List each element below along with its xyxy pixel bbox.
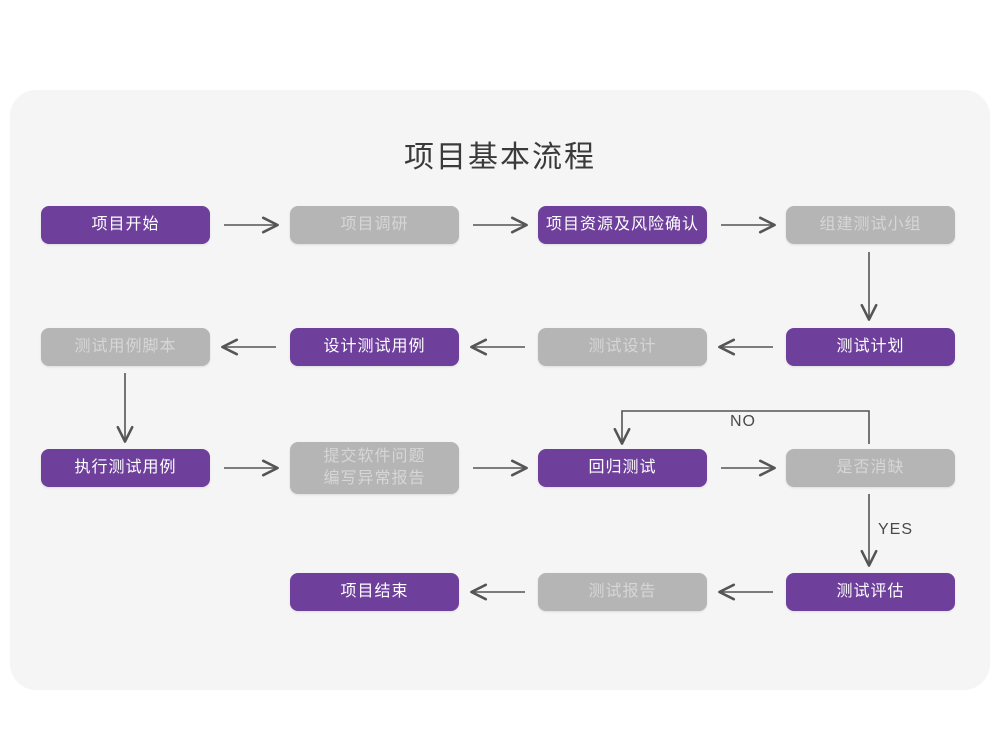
node-test-case-script[interactable]: 测试用例脚本 bbox=[41, 328, 210, 366]
node-project-end[interactable]: 项目结束 bbox=[290, 573, 459, 611]
node-execute-test-case[interactable]: 执行测试用例 bbox=[41, 449, 210, 487]
node-test-evaluation[interactable]: 测试评估 bbox=[786, 573, 955, 611]
node-defect-resolved-decision[interactable]: 是否消缺 bbox=[786, 449, 955, 487]
page-title: 项目基本流程 bbox=[404, 141, 596, 174]
node-test-plan[interactable]: 测试计划 bbox=[786, 328, 955, 366]
node-project-research[interactable]: 项目调研 bbox=[290, 206, 459, 244]
node-design-test-case[interactable]: 设计测试用例 bbox=[290, 328, 459, 366]
node-regression-test[interactable]: 回归测试 bbox=[538, 449, 707, 487]
edge-label-yes: YES bbox=[878, 521, 914, 538]
node-test-report[interactable]: 测试报告 bbox=[538, 573, 707, 611]
node-submit-issue-report[interactable]: 提交软件问题 编写异常报告 bbox=[290, 442, 459, 494]
edge-label-no: NO bbox=[730, 413, 756, 430]
node-project-start[interactable]: 项目开始 bbox=[41, 206, 210, 244]
node-resource-risk-confirm[interactable]: 项目资源及风险确认 bbox=[538, 206, 707, 244]
node-test-design[interactable]: 测试设计 bbox=[538, 328, 707, 366]
node-build-test-team[interactable]: 组建测试小组 bbox=[786, 206, 955, 244]
